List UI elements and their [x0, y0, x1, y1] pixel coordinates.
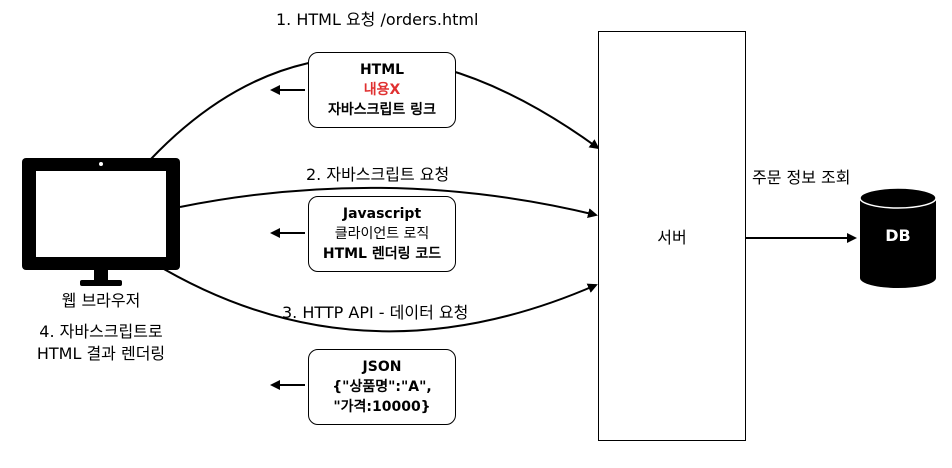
- html-response-box: HTML 내용X 자바스크립트 링크: [308, 52, 456, 128]
- js-response-box: Javascript 클라이언트 로직 HTML 렌더링 코드: [308, 196, 456, 272]
- json-box-line3: "가격:10000}: [333, 399, 431, 415]
- step4-line1: 4. 자바스크립트로: [39, 322, 163, 341]
- db-query-label: 주문 정보 조회: [752, 168, 851, 187]
- html-box-line3: 자바스크립트 링크: [328, 102, 436, 118]
- step4-line2: HTML 결과 렌더링: [36, 344, 166, 363]
- browser-label: 웹 브라우저: [61, 291, 141, 310]
- json-box-line2: {"상품명":"A",: [332, 379, 432, 395]
- step3-label: 3. HTTP API - 데이터 요청: [282, 303, 469, 322]
- server-label: 서버: [657, 228, 687, 247]
- server-box: 서버: [598, 31, 746, 441]
- arrow-api-request: [151, 261, 598, 333]
- js-box-line2: 클라이언트 로직: [334, 226, 430, 242]
- js-box-line1: Javascript: [342, 206, 422, 222]
- database-icon: [859, 187, 937, 288]
- arrow-js-request: [179, 186, 598, 218]
- step4-caption: 4. 자바스크립트로 HTML 결과 렌더링: [20, 321, 182, 365]
- json-box-line1: JSON: [362, 359, 402, 375]
- html-box-line1: HTML: [359, 62, 405, 78]
- monitor-icon: [22, 158, 180, 286]
- db-label: DB: [885, 226, 911, 245]
- html-box-line2: 내용X: [363, 82, 401, 98]
- step1-label: 1. HTML 요청 /orders.html: [276, 10, 479, 29]
- json-response-box: JSON {"상품명":"A", "가격:10000}: [308, 349, 456, 425]
- js-box-line3: HTML 렌더링 코드: [322, 246, 442, 262]
- step2-label: 2. 자바스크립트 요청: [306, 165, 450, 184]
